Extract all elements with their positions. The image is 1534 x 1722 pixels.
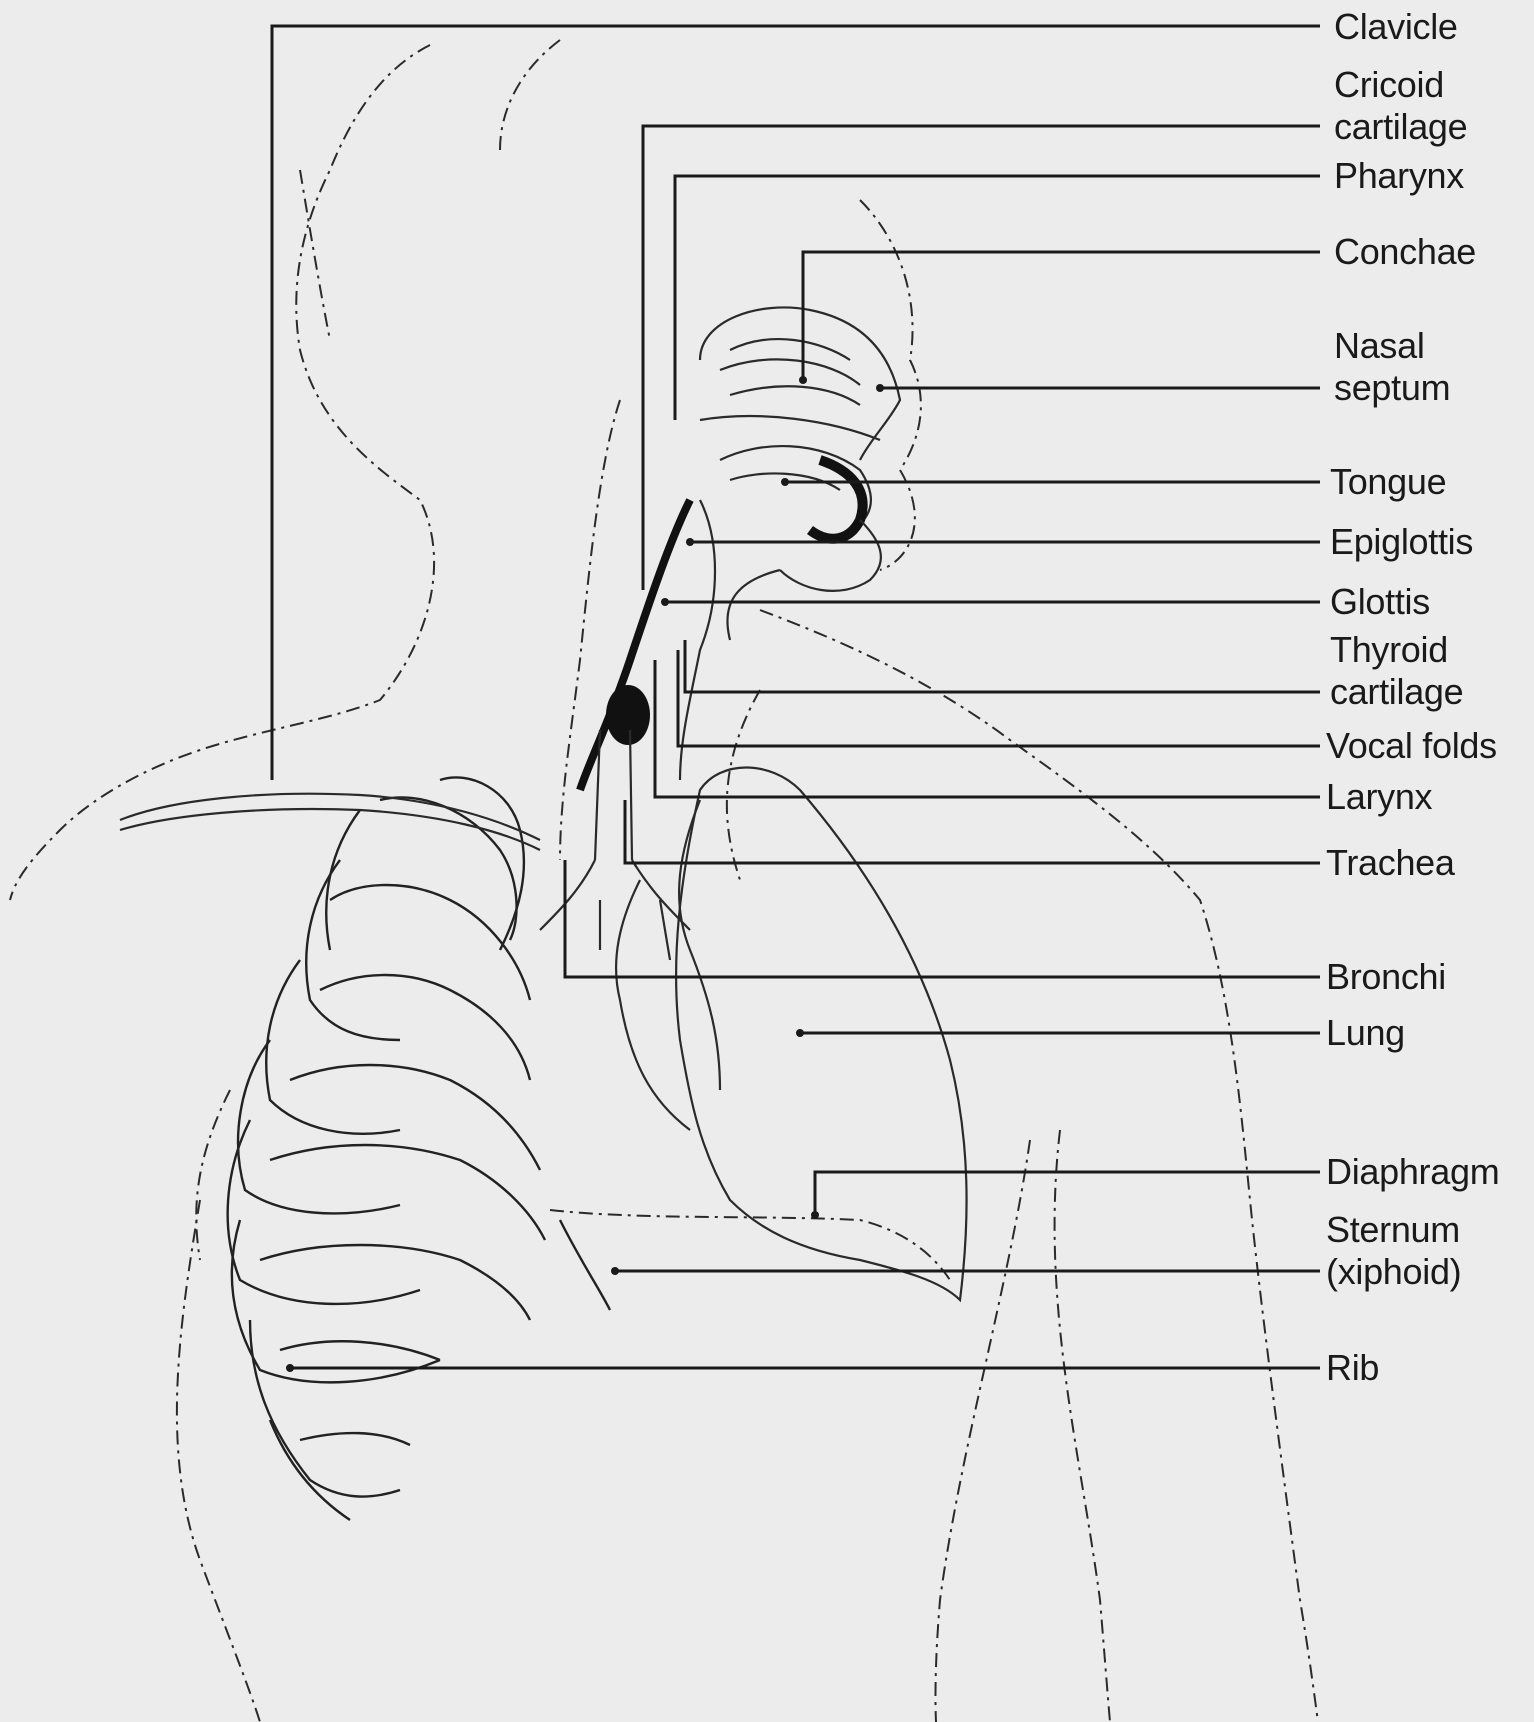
- label-nasal-septum: Nasalseptum: [1334, 325, 1450, 409]
- label-glottis: Glottis: [1330, 581, 1430, 623]
- label-diaphragm: Diaphragm: [1326, 1151, 1499, 1193]
- label-pharynx: Pharynx: [1334, 155, 1464, 197]
- label-lung: Lung: [1326, 1012, 1405, 1054]
- label-vocal-folds: Vocal folds: [1326, 725, 1497, 767]
- airway: [540, 730, 690, 960]
- label-larynx: Larynx: [1326, 776, 1432, 818]
- label-cricoid-cartilage: Cricoidcartilage: [1334, 64, 1467, 148]
- label-clavicle: Clavicle: [1334, 6, 1458, 48]
- label-bronchi: Bronchi: [1326, 956, 1446, 998]
- label-sternum-xiphoid: Sternum(xiphoid): [1326, 1209, 1461, 1293]
- label-tongue: Tongue: [1330, 461, 1446, 503]
- body-outline: [10, 40, 1318, 1722]
- leader-dots: [286, 376, 884, 1372]
- label-conchae: Conchae: [1334, 231, 1476, 273]
- rib-cage: [120, 777, 610, 1520]
- label-thyroid-cartilage: Thyroidcartilage: [1330, 629, 1463, 713]
- label-rib: Rib: [1326, 1347, 1379, 1389]
- label-trachea: Trachea: [1326, 842, 1455, 884]
- label-epiglottis: Epiglottis: [1330, 521, 1473, 563]
- head-region: [580, 307, 900, 790]
- leader-lines: [272, 26, 1320, 1368]
